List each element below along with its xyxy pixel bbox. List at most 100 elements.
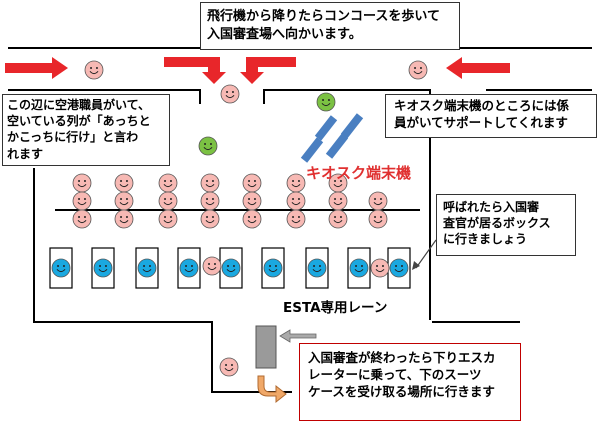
- mouth: [142, 269, 152, 273]
- eye: [78, 198, 81, 201]
- eye: [297, 180, 300, 183]
- face: [408, 60, 428, 80]
- eye: [190, 265, 193, 268]
- kiosk-terminal-icon: [325, 133, 349, 159]
- smiley-traveler-icon: [158, 191, 178, 211]
- direction-arrow-icon: [279, 329, 317, 343]
- kiosk-body: [340, 113, 364, 139]
- smiley-officer-icon: [221, 258, 241, 278]
- face: [242, 173, 262, 193]
- mouth: [373, 220, 383, 224]
- face: [72, 209, 92, 229]
- mouth: [291, 202, 301, 206]
- mouth: [224, 368, 234, 372]
- smiley-traveler-icon: [408, 60, 428, 80]
- callout-line: 入国審査場へ向かいます。: [207, 26, 362, 42]
- eye: [269, 265, 272, 268]
- eye: [395, 265, 398, 268]
- mouth: [163, 202, 173, 206]
- kiosk-body: [314, 115, 338, 141]
- eye: [95, 67, 98, 70]
- callout-line: ケースを受け取る場所に行きます: [308, 383, 495, 399]
- eye: [248, 216, 251, 219]
- mouth: [321, 103, 331, 107]
- face: [72, 173, 92, 193]
- face: [93, 258, 113, 278]
- smiley-traveler-icon: [72, 191, 92, 211]
- callout-line: キオスク端末機のところには係: [394, 98, 570, 113]
- mouth: [205, 202, 215, 206]
- face: [158, 209, 178, 229]
- callout-airport-staff: この辺に空港職員がいて、 空いている列が「あっちと かこっちに行け」と言わ れま…: [2, 94, 170, 166]
- smiley-traveler-icon: [158, 173, 178, 193]
- smiley-staff-icon: [316, 92, 336, 112]
- eye: [99, 265, 102, 268]
- smiley-traveler-icon: [72, 173, 92, 193]
- wall-inner-right: [263, 89, 431, 320]
- face: [307, 258, 327, 278]
- eye: [164, 216, 167, 219]
- pointer-head: [412, 261, 420, 270]
- smiley-traveler-icon: [328, 209, 348, 229]
- eye: [334, 198, 337, 201]
- kiosk-terminal-icon: [340, 113, 364, 139]
- callout-line: 空いている列が「あっちと: [7, 114, 151, 129]
- direction-arrow-icon: [5, 57, 68, 79]
- face: [349, 258, 369, 278]
- smiley-traveler-icon: [200, 209, 220, 229]
- callout-line: 呼ばれたら入国審: [443, 200, 540, 214]
- eye: [206, 198, 209, 201]
- kiosk-terminal-icon: [314, 115, 338, 141]
- mouth: [247, 220, 257, 224]
- mouth: [163, 220, 173, 224]
- eye: [292, 216, 295, 219]
- mouth: [333, 202, 343, 206]
- eye: [248, 198, 251, 201]
- eye: [400, 265, 403, 268]
- eye: [169, 216, 172, 219]
- eye: [414, 67, 417, 70]
- smiley-traveler-icon: [286, 209, 306, 229]
- eye: [211, 180, 214, 183]
- mouth: [268, 269, 278, 273]
- mouth: [89, 71, 99, 75]
- smiley-officer-icon: [389, 258, 409, 278]
- callout-line: この辺に空港職員がいて、: [7, 98, 151, 112]
- mouth: [413, 71, 423, 75]
- face: [114, 209, 134, 229]
- eye: [334, 216, 337, 219]
- face: [286, 209, 306, 229]
- face: [286, 191, 306, 211]
- smiley-traveler-icon: [328, 173, 348, 193]
- smiley-officer-icon: [307, 258, 327, 278]
- wall-left-exit: [33, 168, 292, 393]
- callout-escalator-baggage: 入国審査が終わったら下りエスカ レーターに乗って、下のスーツ ケースを受け取る場…: [299, 343, 521, 421]
- direction-arrow-icon: [240, 57, 296, 84]
- eye: [209, 143, 212, 146]
- eye: [374, 198, 377, 201]
- smiley-traveler-icon: [242, 191, 262, 211]
- eye: [57, 265, 60, 268]
- eye: [339, 216, 342, 219]
- eye: [232, 265, 235, 268]
- eye: [355, 265, 358, 268]
- face: [316, 92, 336, 112]
- eye: [379, 216, 382, 219]
- eye: [104, 265, 107, 268]
- eye: [78, 180, 81, 183]
- smiley-officer-icon: [349, 258, 369, 278]
- callout-kiosk-support: キオスク端末機のところには係 員がいてサポートしてくれます: [385, 94, 597, 138]
- mouth: [247, 202, 257, 206]
- face: [200, 209, 220, 229]
- eye: [78, 216, 81, 219]
- callout-line: 員がいてサポートしてくれます: [394, 114, 568, 130]
- eye: [213, 263, 216, 266]
- mouth: [77, 184, 87, 188]
- mouth: [207, 267, 217, 271]
- mouth: [373, 202, 383, 206]
- eye: [208, 263, 211, 266]
- eye: [143, 265, 146, 268]
- face: [263, 258, 283, 278]
- mouth: [247, 184, 257, 188]
- eye: [374, 216, 377, 219]
